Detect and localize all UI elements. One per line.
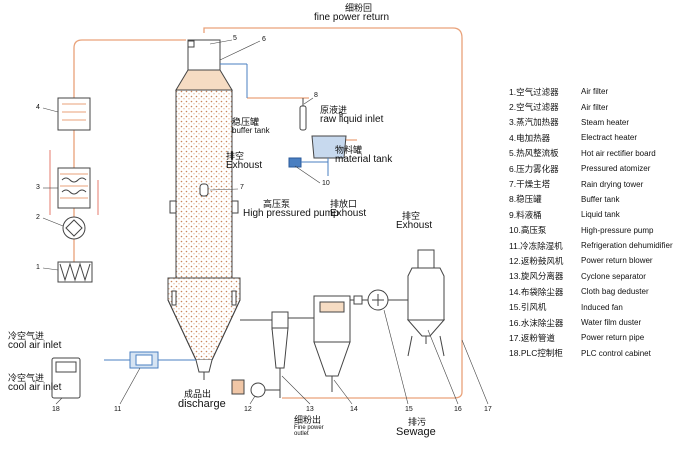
equipment-legend: 1.空气过滤器 Air filter 2.空气过滤器 Air filter 3.蒸汽加热…	[509, 84, 687, 361]
feed-system	[220, 63, 347, 176]
label-exhaust-port: 排放口 Exhoust	[330, 199, 367, 219]
legend-item-name-zh: 2.空气过滤器	[509, 102, 559, 113]
callout-4: 4	[36, 104, 40, 111]
legend-row: 1.空气过滤器 Air filter	[509, 84, 687, 99]
callout-15: 15	[405, 406, 413, 413]
callout-10: 10	[322, 180, 330, 187]
legend-item-name-zh: 6.压力雾化器	[509, 163, 559, 174]
legend-row: 10.高压泵 High-pressure pump	[509, 223, 687, 238]
legend-row: 16.水沫除尘器 Water film duster	[509, 315, 687, 330]
legend-row: 14.布袋除尘器 Cloth bag deduster	[509, 284, 687, 299]
legend-item-name-zh: 3.蒸汽加热器	[509, 117, 559, 128]
legend-row: 17.返粉管道 Power return pipe	[509, 330, 687, 345]
legend-item-name-en: Air filter	[581, 87, 609, 97]
legend-item-name-zh: 10.高压泵	[509, 225, 547, 236]
label-exhaust-tower: 排空 Exhoust	[226, 151, 263, 171]
legend-item-name-en: Cyclone separator	[581, 271, 646, 281]
callout-17: 17	[484, 406, 492, 413]
callout-11: 11	[114, 406, 122, 413]
separation-units	[240, 249, 446, 398]
legend-row: 4.电加热器 Electract heater	[509, 130, 687, 145]
legend-item-name-en: High-pressure pump	[581, 225, 654, 235]
callout-7: 7	[240, 184, 244, 191]
legend-row: 13.旋风分离器 Cyclone separator	[509, 269, 687, 284]
label-raw-liquid-inlet: 原液进 raw liquid inlet	[320, 105, 384, 125]
legend-row: 2.空气过滤器 Air filter	[509, 99, 687, 114]
legend-item-name-en: Air filter	[581, 102, 609, 112]
legend-row: 15.引风机 Induced fan	[509, 299, 687, 314]
label-exhaust-right: 排空 Exhoust	[396, 211, 433, 231]
legend-item-name-zh: 12.返粉鼓风机	[509, 255, 564, 266]
label-fine-power-return: 细粉回 fine power return	[314, 3, 390, 23]
legend-item-name-en: Power return pipe	[581, 333, 645, 343]
legend-item-name-en: Electract heater	[581, 133, 638, 143]
bottom-units	[51, 351, 280, 399]
legend-item-name-en: Hot air rectifier board	[581, 148, 656, 158]
legend-item-name-zh: 16.水沫除尘器	[509, 317, 564, 328]
legend-item-name-en: Steam heater	[581, 117, 630, 127]
label-cool-air-inlet-1: 冷空气进 cool air inlet	[8, 331, 62, 351]
legend-row: 6.压力雾化器 Pressured atomizer	[509, 161, 687, 176]
callout-14: 14	[350, 406, 358, 413]
legend-row: 9.料液桶 Liquid tank	[509, 207, 687, 222]
label-high-pressured-pump: 高压泵 High pressured pump	[243, 199, 339, 219]
legend-row: 18.PLC控制柜 PLC control cabinet	[509, 346, 687, 361]
legend-row: 11.冷冻除湿机 Refrigeration dehumidifier	[509, 238, 687, 253]
air-handling-units	[49, 97, 99, 283]
label-material-tank: 物料罐 material tank	[335, 145, 393, 165]
legend-item-name-zh: 8.稳压罐	[509, 194, 542, 205]
label-discharge: 成品出 discharge	[178, 389, 226, 410]
legend-item-name-en: Power return blower	[581, 256, 653, 266]
legend-row: 7.干燥主塔 Rain drying tower	[509, 176, 687, 191]
legend-item-name-en: Cloth bag deduster	[581, 287, 649, 297]
legend-item-name-zh: 7.干燥主塔	[509, 179, 551, 190]
legend-item-name-zh: 11.冷冻除湿机	[509, 240, 563, 251]
legend-row: 12.返粉鼓风机 Power return blower	[509, 253, 687, 268]
legend-item-name-zh: 15.引风机	[509, 302, 547, 313]
legend-item-name-en: Induced fan	[581, 302, 623, 312]
legend-item-name-zh: 1.空气过滤器	[509, 86, 559, 97]
legend-item-name-en: Water film duster	[581, 318, 642, 328]
callout-18: 18	[52, 406, 60, 413]
callout-6: 6	[262, 36, 266, 43]
callout-1: 1	[36, 264, 40, 271]
legend-item-name-zh: 4.电加热器	[509, 132, 551, 143]
label-cool-air-inlet-2: 冷空气进 cool air inlet	[8, 373, 62, 393]
callout-5: 5	[233, 35, 237, 42]
callout-2: 2	[36, 214, 40, 221]
legend-item-name-zh: 14.布袋除尘器	[509, 286, 564, 297]
legend-item-name-zh: 9.料液桶	[509, 209, 542, 220]
drying-tower	[167, 39, 241, 380]
legend-item-name-en: Rain drying tower	[581, 179, 644, 189]
legend-row: 5.热风整流板 Hot air rectifier board	[509, 146, 687, 161]
legend-item-name-zh: 13.旋风分离器	[509, 271, 564, 282]
callout-13: 13	[306, 406, 314, 413]
legend-item-name-zh: 18.PLC控制柜	[509, 348, 563, 359]
legend-item-name-en: Liquid tank	[581, 210, 620, 220]
legend-item-name-en: Buffer tank	[581, 194, 620, 204]
callout-9: 9	[339, 112, 343, 119]
callout-8: 8	[314, 92, 318, 99]
leader-lines	[42, 39, 489, 405]
label-sewage: 排污 Sewage	[396, 417, 436, 438]
legend-item-name-zh: 17.返粉管道	[509, 332, 555, 343]
callout-12: 12	[244, 406, 252, 413]
legend-row: 3.蒸汽加热器 Steam heater	[509, 115, 687, 130]
legend-item-name-zh: 5.热风整流板	[509, 148, 559, 159]
callout-3: 3	[36, 184, 40, 191]
legend-item-name-en: Pressured atomizer	[581, 164, 651, 174]
label-fine-power-outlet: 细粉出 Fine power outlet	[294, 415, 324, 438]
legend-item-name-en: Refrigeration dehumidifier	[581, 241, 673, 251]
legend-row: 8.稳压罐 Buffer tank	[509, 192, 687, 207]
callout-16: 16	[454, 406, 462, 413]
label-buffer-tank: 稳压罐 buffer tank	[232, 117, 270, 135]
legend-item-name-en: PLC control cabinet	[581, 348, 651, 358]
